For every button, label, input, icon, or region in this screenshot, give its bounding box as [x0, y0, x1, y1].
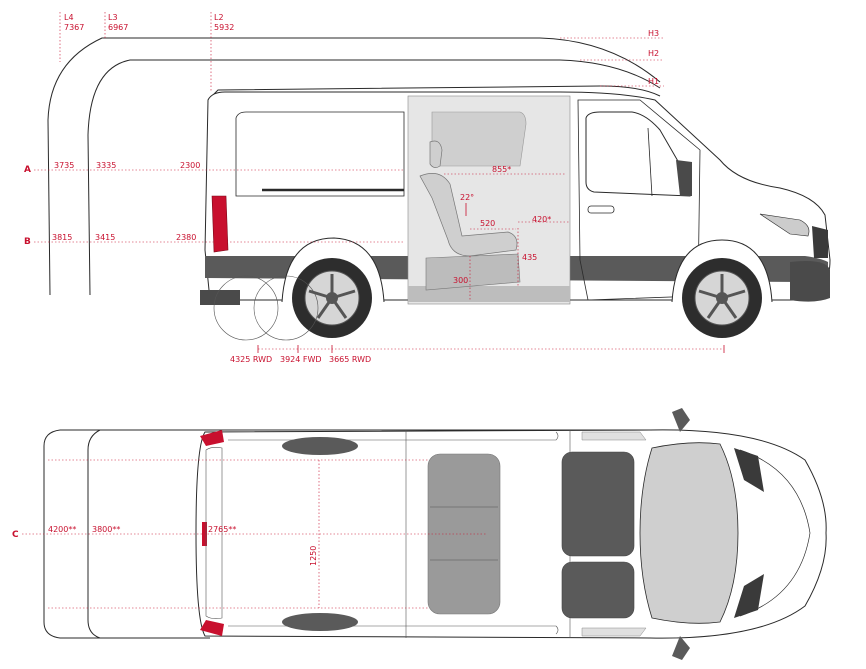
driver-seat-top: [561, 561, 635, 619]
cab-glass-bottom: [581, 627, 647, 637]
h1-label: H1: [648, 77, 659, 86]
mirror-top-lower: [672, 636, 690, 660]
rear-wheel-top-right: [282, 613, 358, 631]
row-a-l3: 3335: [96, 161, 116, 170]
b-pillar: [647, 127, 653, 197]
wheelbase-4325: 4325 RWD: [230, 355, 272, 364]
driver-seat: [419, 173, 518, 257]
roof-outline-h3: [47, 37, 661, 296]
wheelbase-3924: 3924 FWD: [280, 355, 322, 364]
rear-light-top-right: [200, 620, 224, 636]
rear-side-window: [235, 111, 405, 197]
row-b-label: B: [24, 237, 31, 247]
top-rail-upper: [228, 431, 559, 441]
angle-value: 22°: [460, 193, 474, 202]
row-a-l2: 2300: [180, 161, 200, 170]
interior-floor: [408, 286, 570, 302]
front-bumper: [790, 261, 830, 302]
rear-light: [211, 195, 229, 253]
top-rail-lower: [228, 625, 559, 635]
front-wheel: [682, 258, 762, 338]
l2-value: 5932: [214, 23, 234, 32]
wheel-outline-l3: [253, 275, 319, 341]
headrest: [429, 140, 443, 168]
hood-top: [739, 449, 811, 617]
cab-glass-top: [581, 431, 647, 441]
row-b-l3: 3415: [95, 233, 115, 242]
side-sill: [200, 290, 240, 305]
seat-width-value: 520: [480, 219, 495, 228]
top-outline-l3: [87, 429, 101, 639]
row-c-l2: 2765**: [208, 525, 236, 534]
vent-upper: [734, 448, 764, 492]
wheelbase-3665: 3665 RWD: [329, 355, 371, 364]
seat-depth-value: 855*: [492, 165, 511, 174]
headlight: [759, 213, 810, 237]
interior-window: [431, 111, 527, 167]
l3-value: 6967: [108, 23, 128, 32]
row-b-l4: 3815: [52, 233, 72, 242]
h3-label: H3: [648, 29, 659, 38]
grille: [812, 226, 828, 258]
row-a-l4: 3735: [54, 161, 74, 170]
seat-base: [425, 253, 521, 291]
side-view: L4 7367 L3 6967 L2 5932 H3 H2 H1 A 3735 …: [24, 12, 831, 364]
step-width-value: 420*: [532, 215, 551, 224]
cab-window: [585, 111, 691, 197]
seat-height-value: 435: [522, 253, 537, 262]
row-c-label: C: [12, 530, 19, 540]
l2-label: L2: [214, 13, 224, 22]
top-outline-l4: [43, 429, 210, 639]
h2-label: H2: [648, 49, 659, 58]
row-a-label: A: [24, 165, 31, 175]
door-handle: [587, 205, 615, 214]
row-c-l3: 3800**: [92, 525, 120, 534]
l3-label: L3: [108, 13, 118, 22]
l4-label: L4: [64, 13, 74, 22]
roof-outline-h2: [87, 59, 661, 296]
rear-wheel: [292, 258, 372, 338]
passenger-seat-top: [561, 451, 635, 557]
row-c-l4: 4200**: [48, 525, 76, 534]
rear-light-top-left: [200, 430, 224, 446]
rear-wheel-top-left: [282, 437, 358, 455]
windshield-top: [639, 442, 739, 624]
width-value: 1250: [309, 546, 318, 566]
rear-doors-top: [205, 447, 223, 619]
floor-height-value: 300: [453, 276, 468, 285]
top-view: 1250 C 4200** 3800** 2765**: [12, 408, 827, 660]
wheel-outline-l4: [213, 275, 279, 341]
mirror: [676, 160, 692, 196]
l4-value: 7367: [64, 23, 84, 32]
row-b-l2: 2380: [176, 233, 196, 242]
vent-lower: [734, 574, 764, 618]
mirror-top-upper: [672, 408, 690, 432]
